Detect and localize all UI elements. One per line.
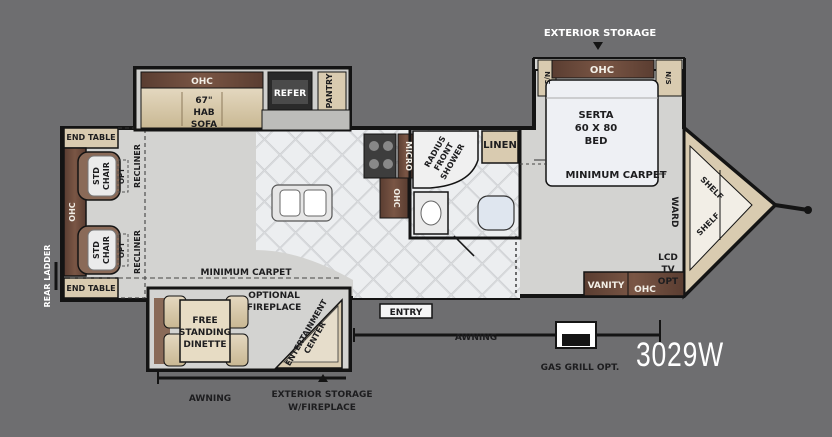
label-tv: TV	[661, 265, 674, 275]
label-ohc-vanity: OHC	[634, 285, 656, 295]
label-refer: REFER	[274, 89, 306, 99]
vanity	[583, 271, 685, 297]
label-sofa-3: SOFA	[191, 120, 217, 130]
label-min-carpet-bedroom: MINIMUM CARPET	[565, 170, 666, 181]
dinette-slideout	[146, 286, 352, 372]
bathroom	[408, 126, 522, 294]
svg-text:CHAIR: CHAIR	[102, 236, 111, 264]
label-dinette-2: STANDING	[179, 328, 231, 338]
label-exterior-storage-top: EXTERIOR STORAGE	[544, 28, 656, 39]
label-std-chair-2: STD CHAIR	[92, 236, 111, 264]
label-ns-right: N/S	[664, 71, 672, 84]
label-dinette-1: FREE	[192, 316, 217, 326]
svg-text:STD: STD	[92, 241, 101, 259]
label-bed-3: BED	[585, 136, 608, 147]
label-awning-left: AWNING	[189, 394, 231, 404]
label-min-carpet-living: MINIMUM CARPET	[201, 268, 293, 278]
exterior-storage-bottom-arrow	[318, 374, 328, 382]
label-optional-fireplace-1: OPTIONAL	[248, 291, 300, 301]
label-dinette-3: DINETTE	[183, 340, 226, 350]
label-ohc-sofa: OHC	[191, 77, 213, 87]
label-gas-grill: GAS GRILL OPT.	[541, 363, 620, 373]
label-end-table-top: END TABLE	[66, 133, 115, 142]
label-recliner-1: RECLINER	[133, 144, 142, 188]
label-rear-ladder: REAR LADDER	[43, 245, 52, 308]
label-awning-right: AWNING	[455, 333, 497, 343]
label-exterior-storage-bottom-1: EXTERIOR STORAGE	[271, 390, 372, 400]
bedroom	[533, 57, 685, 187]
label-bed-1: SERTA	[578, 110, 613, 121]
label-ohc-bedroom: OHC	[590, 65, 614, 76]
label-bed-2: 60 X 80	[575, 123, 618, 134]
label-std-chair-1: STD CHAIR	[92, 162, 111, 190]
recliner-chair-2	[77, 225, 129, 275]
label-ohc-rear: OHC	[68, 202, 77, 221]
exterior-storage-top-arrow	[593, 42, 603, 50]
entry-step	[379, 303, 433, 319]
svg-text:STD: STD	[92, 167, 101, 185]
label-sofa-2: HAB	[193, 108, 214, 118]
label-lcd: LCD	[658, 253, 678, 263]
recliner-chair-1	[77, 151, 129, 201]
awnings	[157, 320, 661, 384]
sofa-slideout	[133, 66, 352, 132]
kitchen-counter	[271, 133, 415, 222]
gas-grill	[555, 321, 597, 349]
label-ns-left: N/S	[543, 71, 551, 84]
front-wardrobe	[682, 124, 812, 300]
label-micro: MICRO	[404, 141, 413, 171]
label-end-table-bottom: END TABLE	[66, 284, 115, 293]
label-tv-opt: OPT	[658, 277, 679, 287]
label-opt-1: OPT	[118, 168, 126, 184]
label-optional-fireplace-2: FIREPLACE	[247, 303, 302, 313]
label-pantry: PANTRY	[325, 73, 334, 108]
label-ward: WARD	[669, 197, 679, 228]
label-ohc-kitchen: OHC	[392, 188, 401, 207]
label-exterior-storage-bottom-2: W/FIREPLACE	[288, 403, 356, 413]
label-sofa-1: 67"	[195, 96, 212, 106]
label-recliner-2: RECLINER	[133, 230, 142, 274]
label-opt-2: OPT	[118, 242, 126, 258]
label-entry: ENTRY	[390, 308, 423, 318]
label-vanity: VANITY	[588, 281, 625, 291]
model-number: 3029W	[636, 336, 724, 374]
svg-text:CHAIR: CHAIR	[102, 162, 111, 190]
label-linen: LINEN	[483, 140, 517, 151]
